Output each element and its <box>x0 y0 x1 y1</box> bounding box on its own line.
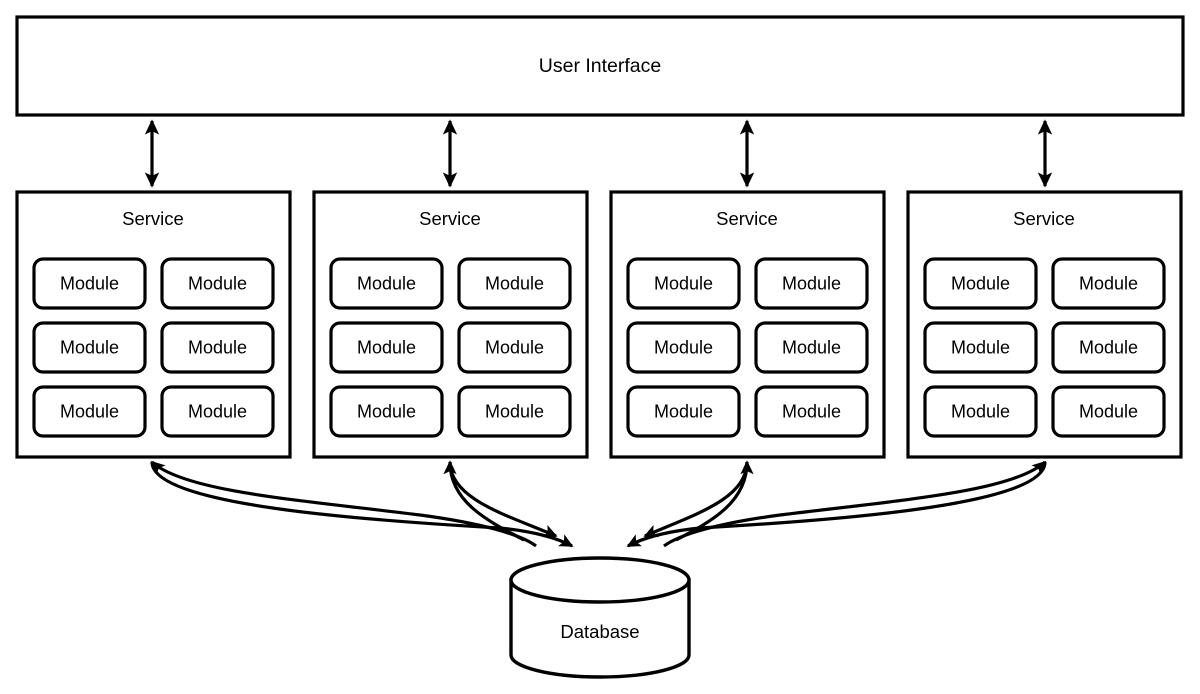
service-1-module-5-label: Module <box>60 401 119 421</box>
service-2-module-1-rect <box>329 257 444 310</box>
service-4-module-2-rect <box>1051 257 1166 310</box>
database-cylinder[interactable]: Database <box>509 556 691 679</box>
service-1-module-1[interactable]: Module <box>32 257 147 310</box>
database-to-service-1-arrow <box>150 460 537 548</box>
service-2-module-4-rect <box>457 321 572 374</box>
service-3-module-5-label: Module <box>654 401 713 421</box>
service-2-module-3-label: Module <box>357 337 416 357</box>
service-4-module-5[interactable]: Module <box>923 385 1038 438</box>
service-box-1[interactable]: Service Module Module Module Module Modu… <box>15 190 292 459</box>
service-1-module-2-label: Module <box>188 273 247 293</box>
service-2-module-3[interactable]: Module <box>329 321 444 374</box>
service-3-module-1[interactable]: Module <box>626 257 741 310</box>
service-1-label: Service <box>122 208 184 229</box>
service-1-module-6[interactable]: Module <box>160 385 275 438</box>
service-4-module-5-label: Module <box>951 401 1010 421</box>
service-2-module-2-rect <box>457 257 572 310</box>
service-2-module-2[interactable]: Module <box>457 257 572 310</box>
service-2-module-6[interactable]: Module <box>457 385 572 438</box>
service-1-module-1-label: Module <box>60 273 119 293</box>
service-3-module-6-rect <box>754 385 869 438</box>
user-interface-box[interactable]: User Interface <box>15 15 1185 117</box>
service-1-module-5-rect <box>32 385 147 438</box>
service-2-module-1[interactable]: Module <box>329 257 444 310</box>
service-4-module-2[interactable]: Module <box>1051 257 1166 310</box>
service-database-connectors <box>150 460 1047 548</box>
service-3-module-5-rect <box>626 385 741 438</box>
service-3-module-2-rect <box>754 257 869 310</box>
service-1-module-4[interactable]: Module <box>160 321 275 374</box>
service-1-to-database-arrow <box>150 461 574 548</box>
user-interface-label: User Interface <box>539 55 661 77</box>
service-2-module-5[interactable]: Module <box>329 385 444 438</box>
service-3-module-2-label: Module <box>782 273 841 293</box>
service-3-module-2[interactable]: Module <box>754 257 869 310</box>
service-4-module-4-label: Module <box>1079 337 1138 357</box>
service-2-module-5-label: Module <box>357 401 416 421</box>
service-3-module-3[interactable]: Module <box>626 321 741 374</box>
service-3-module-4-rect <box>754 321 869 374</box>
service-1-module-1-rect <box>32 257 147 310</box>
service-3-module-6-label: Module <box>782 401 841 421</box>
ui-service-connectors <box>144 119 1053 188</box>
database-to-service-2-arrow <box>443 460 525 542</box>
service-3-module-3-rect <box>626 321 741 374</box>
database-label: Database <box>560 621 639 642</box>
service-4-module-3-label: Module <box>951 337 1010 357</box>
service-3-module-4[interactable]: Module <box>754 321 869 374</box>
service-1-module-4-rect <box>160 321 275 374</box>
service-4-module-2-label: Module <box>1079 273 1138 293</box>
service-4-module-1-rect <box>923 257 1038 310</box>
service-2-module-2-label: Module <box>485 273 544 293</box>
service-3-module-1-label: Module <box>654 273 713 293</box>
service-4-module-6-rect <box>1051 385 1166 438</box>
service-4-module-6[interactable]: Module <box>1051 385 1166 438</box>
database-top-ellipse <box>509 556 691 604</box>
service-4-module-3[interactable]: Module <box>923 321 1038 374</box>
service-3-module-3-label: Module <box>654 337 713 357</box>
service-2-module-6-label: Module <box>485 401 544 421</box>
service-4-module-1[interactable]: Module <box>923 257 1038 310</box>
service-1-module-5[interactable]: Module <box>32 385 147 438</box>
service-1-module-3[interactable]: Module <box>32 321 147 374</box>
service-2-module-1-label: Module <box>357 273 416 293</box>
service-1-module-6-label: Module <box>188 401 247 421</box>
service-3-module-1-rect <box>626 257 741 310</box>
service-1-module-4-label: Module <box>188 337 247 357</box>
service-1-module-6-rect <box>160 385 275 438</box>
service-2-module-6-rect <box>457 385 572 438</box>
service-4-to-database-arrow <box>626 461 1047 548</box>
service-3-module-4-label: Module <box>782 337 841 357</box>
service-2-module-3-rect <box>329 321 444 374</box>
service-1-module-3-label: Module <box>60 337 119 357</box>
service-box-3[interactable]: Service Module Module Module Module Modu… <box>609 190 886 459</box>
database-body <box>509 578 691 679</box>
service-4-module-6-label: Module <box>1079 401 1138 421</box>
service-4-module-4[interactable]: Module <box>1051 321 1166 374</box>
service-4-label: Service <box>1013 208 1075 229</box>
service-2-module-4-label: Module <box>485 337 544 357</box>
service-3-label: Service <box>716 208 778 229</box>
service-4-module-4-rect <box>1051 321 1166 374</box>
service-3-module-5[interactable]: Module <box>626 385 741 438</box>
service-2-label: Service <box>419 208 481 229</box>
database-to-service-4-arrow <box>663 460 1047 548</box>
service-box-2[interactable]: Service Module Module Module Module Modu… <box>312 190 589 459</box>
service-4-module-3-rect <box>923 321 1038 374</box>
service-2-module-5-rect <box>329 385 444 438</box>
user-interface-rect <box>15 15 1185 117</box>
service-1-module-2[interactable]: Module <box>160 257 275 310</box>
service-4-module-1-label: Module <box>951 273 1010 293</box>
service-3-module-6[interactable]: Module <box>754 385 869 438</box>
service-box-4[interactable]: Service Module Module Module Module Modu… <box>906 190 1183 459</box>
service-1-module-3-rect <box>32 321 147 374</box>
service-4-module-5-rect <box>923 385 1038 438</box>
service-2-module-4[interactable]: Module <box>457 321 572 374</box>
service-1-module-2-rect <box>160 257 275 310</box>
